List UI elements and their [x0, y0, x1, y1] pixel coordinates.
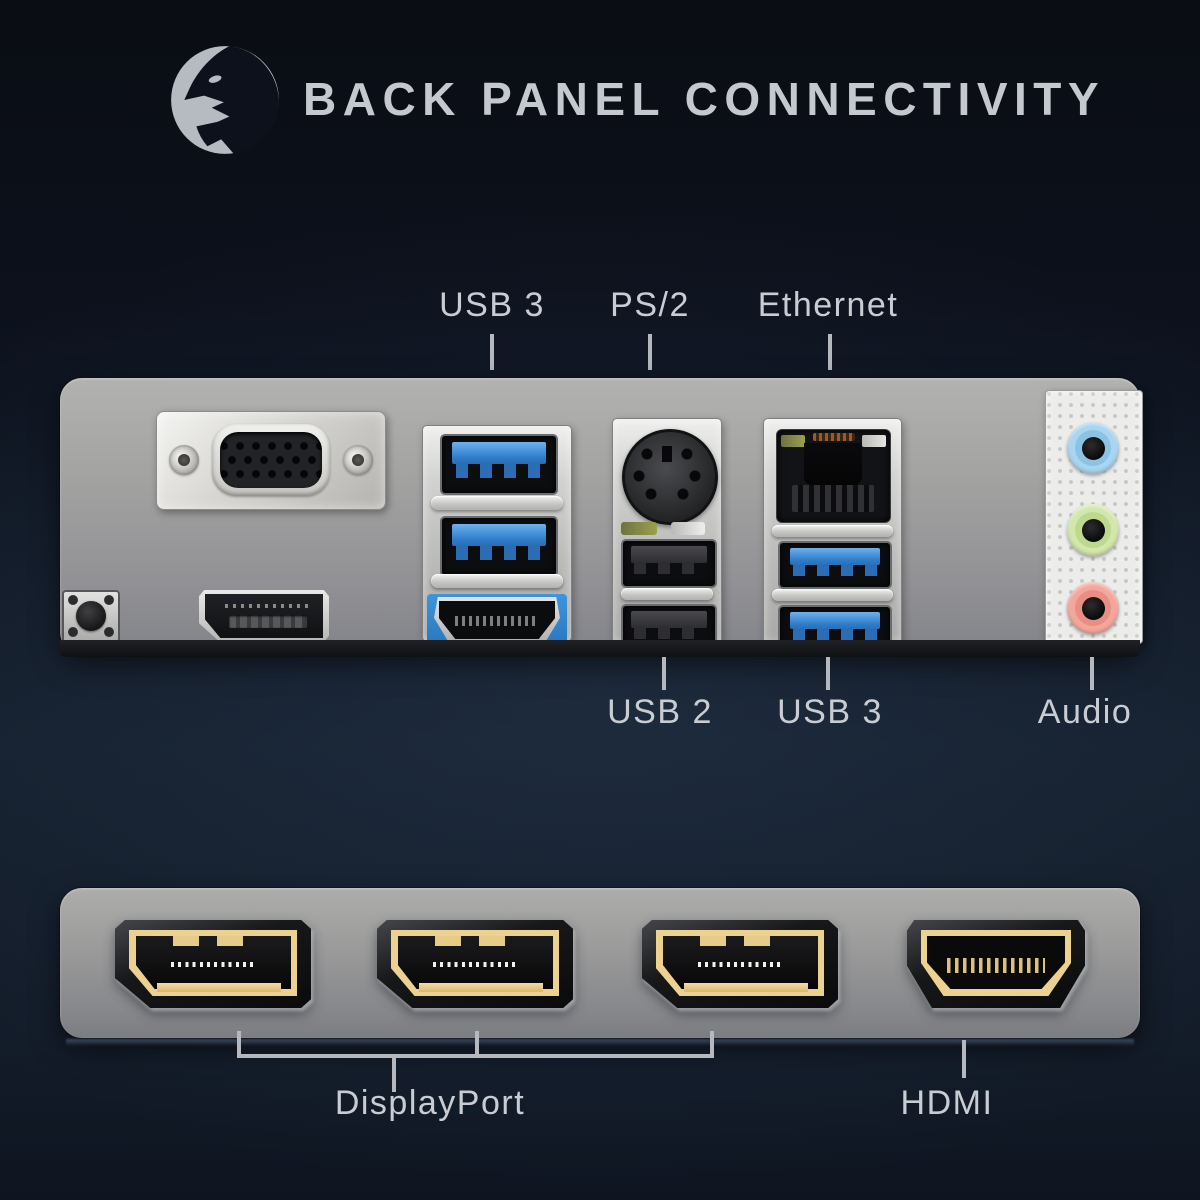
usb-tongue — [631, 610, 707, 639]
ethernet-led-left — [781, 435, 805, 447]
usb3-stack-bracket — [422, 425, 572, 646]
audio-jack-line-out — [1067, 504, 1119, 556]
ethernet-contacts — [813, 433, 855, 441]
callout-tick-usb3-bottom — [826, 657, 830, 690]
ethernet-pins — [792, 485, 874, 512]
dp-pins — [433, 962, 515, 967]
audio-jack-mic — [1067, 582, 1119, 634]
displayport-slot — [229, 615, 307, 628]
audio-jack-bracket — [1045, 390, 1143, 644]
label-displayport: DisplayPort — [334, 1084, 526, 1122]
hdmi-port-rear — [427, 594, 567, 646]
dp-tab — [479, 936, 505, 946]
divider-pill — [431, 574, 563, 588]
label-ps2: PS/2 — [610, 286, 690, 324]
divider-pill — [772, 589, 893, 601]
bracket-tick-right — [710, 1031, 714, 1058]
callout-tick-ps2 — [648, 334, 652, 370]
label-ethernet: Ethernet — [757, 286, 899, 324]
vga-port — [156, 411, 386, 510]
dp-pins — [171, 962, 253, 967]
dp-pins — [698, 962, 780, 967]
label-audio: Audio — [1037, 693, 1133, 731]
hdmi-pins — [455, 616, 539, 626]
dp-bottom-bar — [157, 983, 281, 992]
ethernet-port — [776, 429, 891, 523]
divider-pill — [621, 588, 713, 600]
displayport-3 — [642, 920, 838, 1008]
ethernet-clip-slot — [804, 443, 862, 485]
hdmi-port-video — [907, 920, 1085, 1008]
usb-tongue — [789, 611, 881, 640]
vga-screw-right-icon — [343, 445, 373, 475]
io-shield-panel — [60, 378, 1143, 654]
audio-jack-line-in — [1067, 422, 1119, 474]
dragon-logo — [171, 46, 279, 154]
label-hdmi: HDMI — [900, 1084, 994, 1122]
bracket-stem — [392, 1058, 396, 1092]
page-title: BACK PANEL CONNECTIVITY — [303, 73, 1106, 125]
clear-cmos-button — [62, 590, 120, 644]
dp-tab — [744, 936, 770, 946]
dp-tab — [173, 936, 199, 946]
panel-reflection — [66, 1039, 1134, 1046]
bracket-tick-middle — [475, 1031, 479, 1058]
usb-tongue — [452, 524, 546, 560]
dp-tab — [700, 936, 726, 946]
label-usb3-bottom: USB 3 — [777, 693, 883, 731]
indicator-led-left — [621, 522, 657, 535]
callout-tick-usb3-top — [490, 334, 494, 370]
ethernet-led-right — [862, 435, 886, 447]
dp-tab — [217, 936, 243, 946]
usb-tongue — [631, 545, 707, 575]
usb2-port-1 — [621, 539, 717, 588]
usb3-port-2 — [440, 516, 558, 577]
divider-pill — [431, 496, 563, 510]
callout-tick-usb2 — [662, 657, 666, 690]
label-usb2: USB 2 — [607, 693, 713, 731]
vga-dsub-connector — [212, 424, 330, 496]
usb-tongue — [452, 442, 546, 478]
displayport-pins — [225, 604, 309, 608]
indicator-led-right — [671, 522, 705, 535]
dp-tab — [435, 936, 461, 946]
ps2-port — [622, 429, 718, 525]
bracket-line — [237, 1054, 714, 1058]
usb3-port-3 — [778, 541, 892, 589]
displayport-1 — [115, 920, 311, 1008]
ethernet-bracket — [763, 418, 902, 653]
ps2-bracket — [612, 418, 722, 652]
hdmi-pins — [947, 958, 1045, 973]
vga-screw-left-icon — [169, 445, 199, 475]
displayport-2 — [377, 920, 573, 1008]
callout-tick-audio — [1090, 657, 1094, 690]
dp-bottom-bar — [684, 983, 808, 992]
usb3-port-1 — [440, 434, 558, 495]
usb-tongue — [789, 547, 881, 576]
pcb-edge-strip — [60, 640, 1140, 657]
callout-tick-ethernet — [828, 334, 832, 370]
bracket-tick-left — [237, 1031, 241, 1058]
label-usb3-top: USB 3 — [439, 286, 545, 324]
video-output-panel — [60, 888, 1140, 1038]
dp-bottom-bar — [419, 983, 543, 992]
callout-tick-hdmi — [962, 1040, 966, 1078]
vga-pin-holes — [220, 432, 322, 488]
displayport-rear — [199, 590, 329, 642]
divider-pill — [772, 525, 893, 537]
